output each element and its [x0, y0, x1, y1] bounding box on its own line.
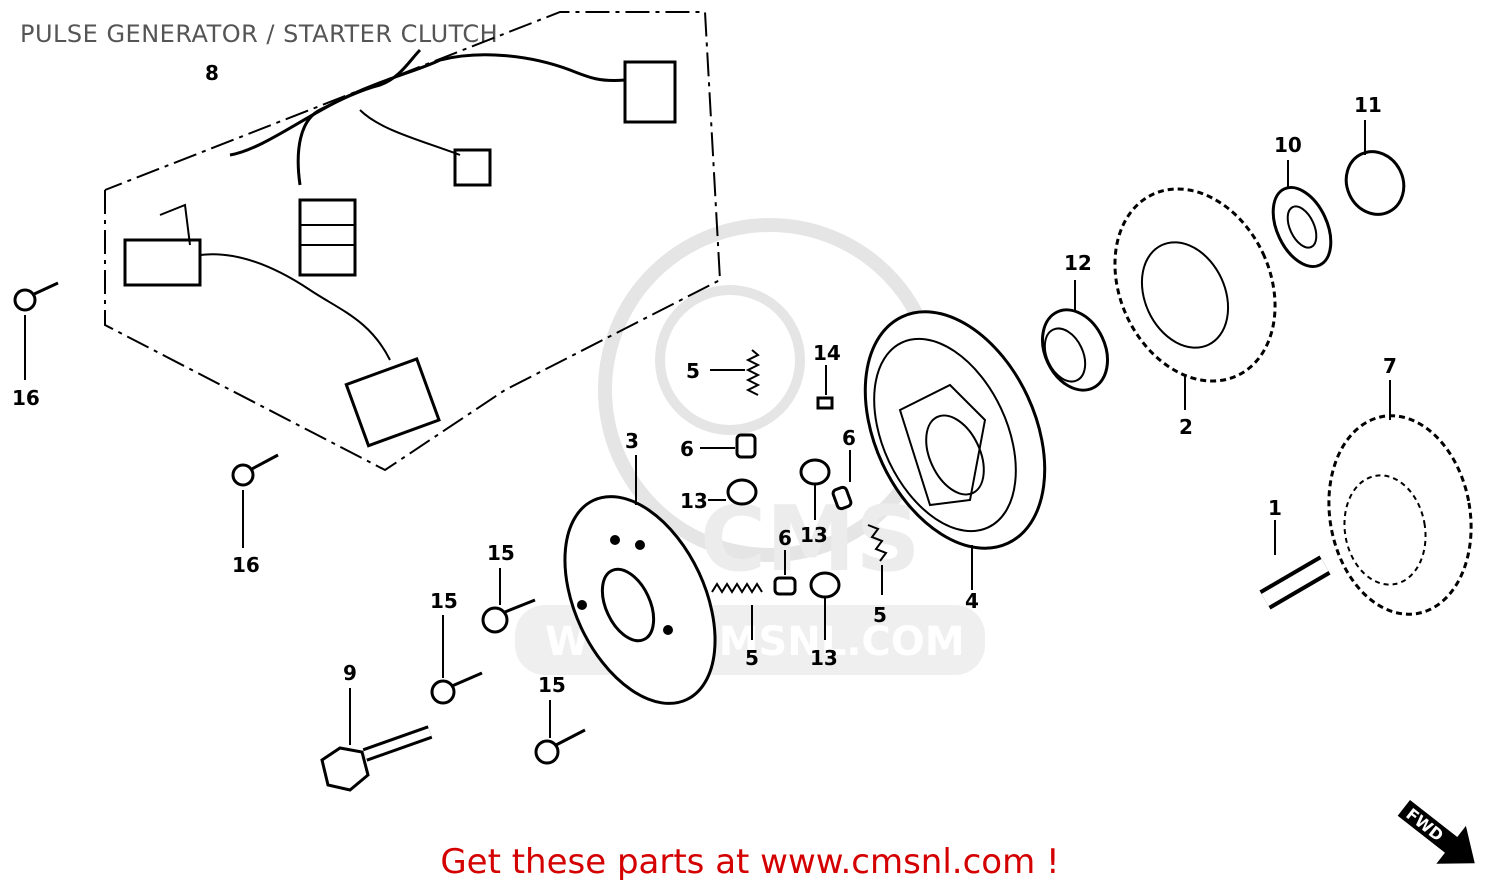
page-title: PULSE GENERATOR / STARTER CLUTCH	[20, 20, 499, 48]
callout-8-panel: 8	[205, 61, 219, 85]
callout-1: 1	[1268, 496, 1282, 520]
bolt-16-top	[13, 281, 59, 380]
callout-7: 7	[1383, 354, 1397, 378]
callout-3: 3	[625, 429, 639, 453]
roller-13-middle	[799, 458, 831, 520]
driven-gear-2	[1113, 187, 1277, 410]
clutch-plate-3	[563, 455, 717, 705]
callout-15-upper: 15	[487, 541, 515, 565]
callout-9: 9	[343, 661, 357, 685]
clutch-outer-4	[863, 310, 1047, 590]
callout-15-middle: 15	[430, 589, 458, 613]
callout-11: 11	[1354, 93, 1382, 117]
callout-13-middle: 13	[800, 523, 828, 547]
callout-13-left: 13	[680, 489, 708, 513]
callout-6-top: 6	[680, 437, 694, 461]
callout-14: 14	[813, 341, 841, 365]
spring-5-top	[710, 349, 761, 396]
callout-5-right: 5	[873, 603, 887, 627]
bolt-16-bottom	[231, 453, 279, 548]
bolt-9	[320, 688, 433, 792]
spring-5-right	[867, 524, 888, 595]
plunger-6-bottom	[773, 550, 797, 596]
callout-5-bottom: 5	[745, 646, 759, 670]
washer-10	[1271, 160, 1333, 269]
callout-6-bottom: 6	[778, 526, 792, 550]
callout-5-top: 5	[686, 359, 700, 383]
plunger-6-top	[700, 433, 757, 459]
footer-promo[interactable]: Get these parts at www.cmsnl.com !	[440, 842, 1060, 882]
bushing-11	[1344, 120, 1406, 216]
idle-gear-7	[1327, 380, 1473, 616]
pin-14	[816, 365, 834, 410]
plunger-6-right	[831, 450, 853, 511]
callout-10: 10	[1274, 133, 1302, 157]
shaft-1	[1259, 520, 1331, 610]
callout-4: 4	[965, 589, 979, 613]
bolt-15-middle	[430, 615, 483, 705]
spring-5-bottom	[711, 582, 763, 640]
roller-13-left	[708, 478, 758, 506]
callout-16-bottom: 16	[232, 553, 260, 577]
callout-15-lower: 15	[538, 673, 566, 697]
bolt-15-upper	[481, 568, 536, 634]
roller-13-bottom	[809, 571, 841, 640]
bolt-15-lower	[534, 700, 586, 765]
pulse-generator-assembly	[104, 11, 722, 472]
callout-12: 12	[1064, 251, 1092, 275]
needle-bearing-12	[1041, 280, 1109, 392]
callout-6-right: 6	[842, 426, 856, 450]
callout-13-bottom: 13	[810, 646, 838, 670]
callout-16-top: 16	[12, 386, 40, 410]
callout-2: 2	[1179, 415, 1193, 439]
